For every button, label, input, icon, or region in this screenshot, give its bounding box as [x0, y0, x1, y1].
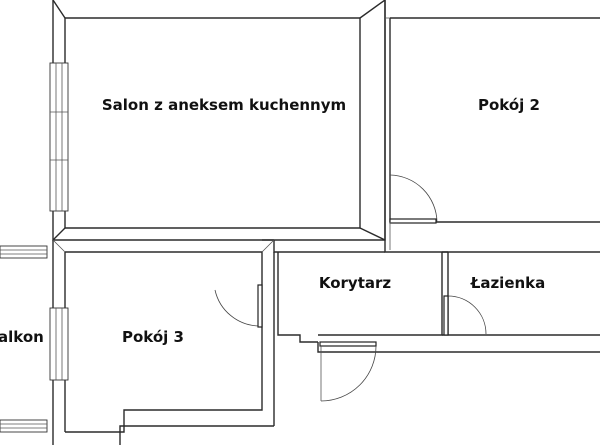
room-label-pokoj2: Pokój 2: [478, 96, 540, 114]
salon-walls: [52, 0, 386, 241]
pokoj2-walls: [384, 0, 600, 253]
salon-window: [49, 62, 69, 212]
door-pokoj3: [214, 284, 263, 328]
korytarz-walls: [273, 240, 600, 426]
room-label-salon: Salon z aneksem kuchennym: [102, 96, 346, 114]
room-label-balkon: alkon: [0, 328, 44, 346]
balkon-railing: [0, 245, 48, 433]
door-lazienka: [443, 295, 487, 336]
room-label-lazienka: Łazienka: [470, 274, 546, 292]
door-pokoj2: [389, 174, 438, 250]
room-label-korytarz: Korytarz: [319, 274, 392, 292]
pokoj3-window: [49, 307, 69, 381]
door-entrance: [319, 341, 377, 402]
room-label-pokoj3: Pokój 3: [122, 328, 184, 346]
